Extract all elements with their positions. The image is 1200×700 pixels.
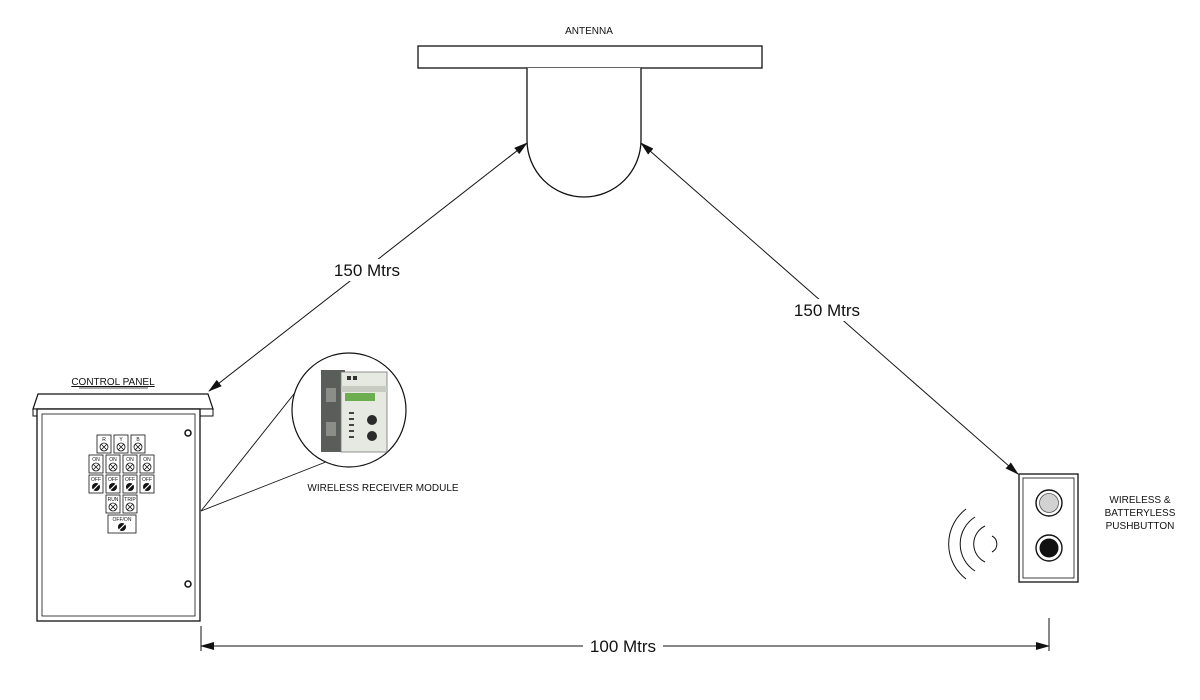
wireless-pushbutton: WIRELESS & BATTERYLESS PUSHBUTTON: [1018, 473, 1176, 583]
door-screw-top: [184, 429, 192, 437]
trip-label: TRIP: [124, 497, 136, 503]
panel-canopy: [32, 393, 214, 410]
antenna-mount-plate: [417, 45, 763, 69]
receiver-module-label: WIRELESS RECEIVER MODULE: [307, 483, 458, 494]
off-label-2: OFF: [108, 477, 118, 483]
off-switches: OFF OFF OFF OFF: [88, 474, 155, 494]
pushbutton-label-line2: BATTERYLESS: [1105, 508, 1176, 519]
link-label-bg: [325, 259, 409, 281]
on-label-1: ON: [92, 457, 100, 463]
receiver-module-callout: WIRELESS RECEIVER MODULE: [200, 352, 459, 512]
control-panel-label: CONTROL PANEL: [71, 377, 155, 388]
antenna-dome: [526, 68, 642, 198]
off-label-1: OFF: [91, 477, 101, 483]
antenna-label: ANTENNA: [565, 26, 613, 37]
on-indicators: ON ON ON ON: [88, 454, 155, 474]
phase-r-label: R: [102, 437, 106, 443]
panel-pushbutton-distance: 100 Mtrs: [590, 637, 656, 656]
panel-door: [41, 413, 196, 617]
panel-pushbutton-dimension: 100 Mtrs: [200, 618, 1050, 656]
run-label: RUN: [108, 497, 119, 503]
off-label-4: OFF: [142, 477, 152, 483]
off-on-selector: OFF/ON: [107, 514, 137, 534]
off-label-3: OFF: [125, 477, 135, 483]
link-label-bg: [784, 299, 870, 321]
antenna: ANTENNA: [417, 26, 763, 198]
pushbutton-label-line3: PUSHBUTTON: [1106, 521, 1175, 532]
offon-label: OFF/ON: [113, 517, 132, 523]
pushbutton-label-line1: WIRELESS &: [1109, 495, 1170, 506]
phase-b-label: B: [136, 437, 140, 443]
on-label-4: ON: [143, 457, 151, 463]
receiver-module-image: [321, 370, 388, 453]
phase-y-label: Y: [119, 437, 123, 443]
door-screw-bottom: [184, 580, 192, 588]
antenna-pushbutton-distance: 150 Mtrs: [794, 301, 860, 320]
wireless-signal-icon: [948, 508, 998, 580]
panel-antenna-distance: 150 Mtrs: [334, 261, 400, 280]
phase-indicators: R Y B: [96, 434, 146, 454]
on-label-3: ON: [126, 457, 134, 463]
control-panel: CONTROL PANEL R Y B ON: [32, 377, 214, 622]
on-label-2: ON: [109, 457, 117, 463]
run-trip-indicators: RUN TRIP: [105, 494, 138, 514]
